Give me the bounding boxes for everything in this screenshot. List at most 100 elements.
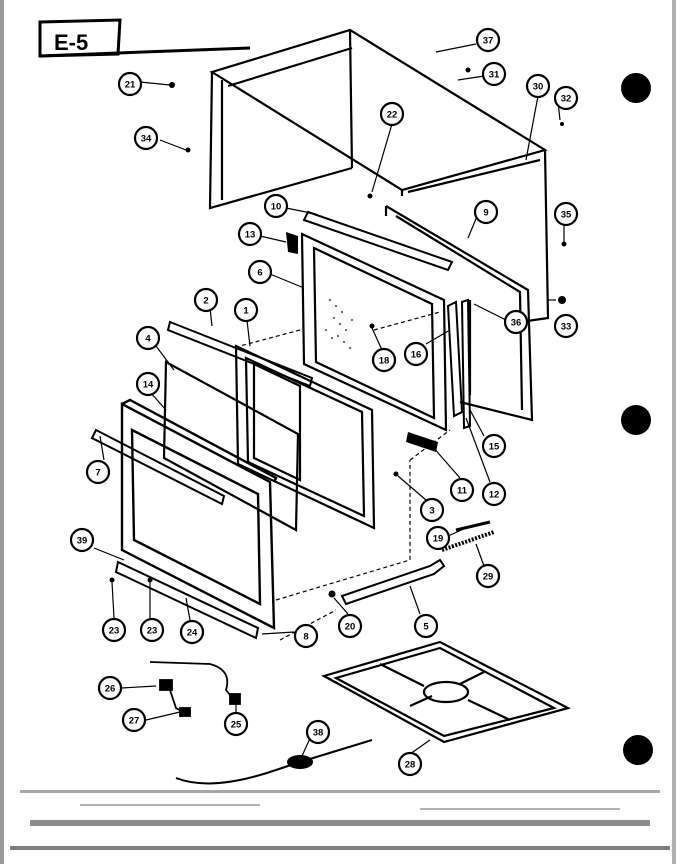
svg-text:14: 14 — [143, 380, 154, 391]
callout-8: 8 — [293, 623, 319, 649]
callout-18: 18 — [371, 347, 397, 373]
callout-23-left: 23 — [101, 617, 127, 643]
svg-text:16: 16 — [411, 350, 422, 361]
inner-door-frame — [300, 232, 448, 432]
svg-text:6: 6 — [257, 268, 262, 279]
door-glass — [162, 360, 300, 532]
callout-15: 15 — [481, 433, 507, 459]
callout-29: 29 — [475, 563, 501, 589]
svg-text:35: 35 — [561, 210, 572, 221]
svg-text:33: 33 — [561, 322, 572, 333]
svg-text:11: 11 — [457, 486, 468, 497]
spring-part — [441, 530, 495, 552]
svg-text:29: 29 — [483, 572, 494, 583]
callout-22: 22 — [379, 101, 405, 127]
svg-text:8: 8 — [303, 632, 308, 643]
binder-hole-top — [621, 73, 651, 103]
trim-strip — [302, 210, 454, 272]
svg-text:19: 19 — [433, 534, 444, 545]
callout-34: 34 — [133, 125, 159, 151]
callout-26: 26 — [97, 675, 123, 701]
callout-9: 9 — [473, 199, 499, 225]
callout-38: 38 — [305, 719, 331, 745]
callout-39: 39 — [69, 527, 95, 553]
svg-text:5: 5 — [423, 622, 429, 633]
callout-25: 25 — [223, 711, 249, 737]
callout-28: 28 — [397, 751, 423, 777]
svg-text:38: 38 — [313, 728, 324, 739]
svg-text:18: 18 — [379, 356, 390, 367]
side-rail — [446, 300, 464, 418]
svg-text:28: 28 — [405, 760, 416, 771]
callout-11: 11 — [449, 477, 475, 503]
choke-strip — [166, 320, 314, 388]
callout-23-right: 23 — [139, 617, 165, 643]
svg-text:39: 39 — [77, 536, 88, 547]
callout-10: 10 — [263, 193, 289, 219]
screws — [109, 67, 567, 598]
callout-5: 5 — [413, 613, 439, 639]
callout-36-upper: 36 — [503, 309, 529, 335]
callout-37: 37 — [475, 27, 501, 53]
temperature-probe — [175, 739, 373, 785]
svg-text:31: 31 — [489, 70, 500, 81]
door-handle — [90, 428, 226, 506]
svg-text:9: 9 — [483, 208, 488, 219]
svg-text:13: 13 — [245, 230, 256, 241]
callout-27: 27 — [121, 707, 147, 733]
svg-text:25: 25 — [231, 720, 242, 731]
svg-text:23: 23 — [147, 626, 158, 637]
svg-text:37: 37 — [483, 36, 494, 47]
binder-hole-middle — [621, 405, 651, 435]
callout-19: 19 — [425, 525, 451, 551]
callout-35: 35 — [553, 201, 579, 227]
svg-text:26: 26 — [105, 684, 116, 695]
page-label: E-5 — [54, 30, 88, 55]
svg-text:10: 10 — [271, 202, 282, 213]
hinge-bar — [460, 298, 472, 430]
door-panel — [234, 344, 376, 530]
callout-2: 2 — [193, 287, 219, 313]
callout-32: 32 — [553, 85, 579, 111]
callout-16: 16 — [403, 341, 429, 367]
callout-1: 1 — [233, 297, 259, 323]
callout-7: 7 — [85, 459, 111, 485]
pin-part — [455, 520, 491, 532]
svg-text:23: 23 — [109, 626, 120, 637]
callout-24: 24 — [179, 619, 205, 645]
svg-text:3: 3 — [429, 506, 434, 517]
callout-labels: 37 21 31 30 32 34 22 10 9 35 13 6 2 1 4 … — [69, 27, 579, 777]
outer-cabinet — [208, 28, 550, 324]
svg-text:24: 24 — [187, 628, 198, 639]
callout-33: 33 — [553, 313, 579, 339]
svg-text:1: 1 — [243, 306, 249, 317]
page-label-box: E-5 — [38, 18, 251, 58]
svg-text:32: 32 — [561, 94, 572, 105]
callout-13: 13 — [237, 221, 263, 247]
binder-hole-bottom — [623, 735, 653, 765]
callout-14: 14 — [135, 371, 161, 397]
drip-tray — [321, 640, 572, 744]
hinge-arm — [340, 558, 446, 606]
callout-21: 21 — [117, 71, 143, 97]
svg-text:20: 20 — [345, 622, 356, 633]
callout-4: 4 — [135, 325, 161, 351]
leader-lines — [93, 43, 565, 757]
svg-text:4: 4 — [145, 334, 151, 345]
svg-text:36: 36 — [511, 318, 522, 329]
callout-30: 30 — [525, 73, 551, 99]
svg-text:21: 21 — [125, 80, 136, 91]
bottom-trim — [114, 560, 260, 640]
callout-12: 12 — [481, 481, 507, 507]
door-screen-mesh — [325, 299, 353, 349]
wiring-harness — [149, 661, 241, 717]
callout-3: 3 — [419, 497, 445, 523]
latch-part — [406, 432, 438, 452]
svg-text:12: 12 — [489, 490, 500, 501]
svg-text:15: 15 — [489, 442, 500, 453]
callout-20: 20 — [337, 613, 363, 639]
clip-part — [286, 232, 298, 254]
callout-6-upper: 6 — [247, 259, 273, 285]
